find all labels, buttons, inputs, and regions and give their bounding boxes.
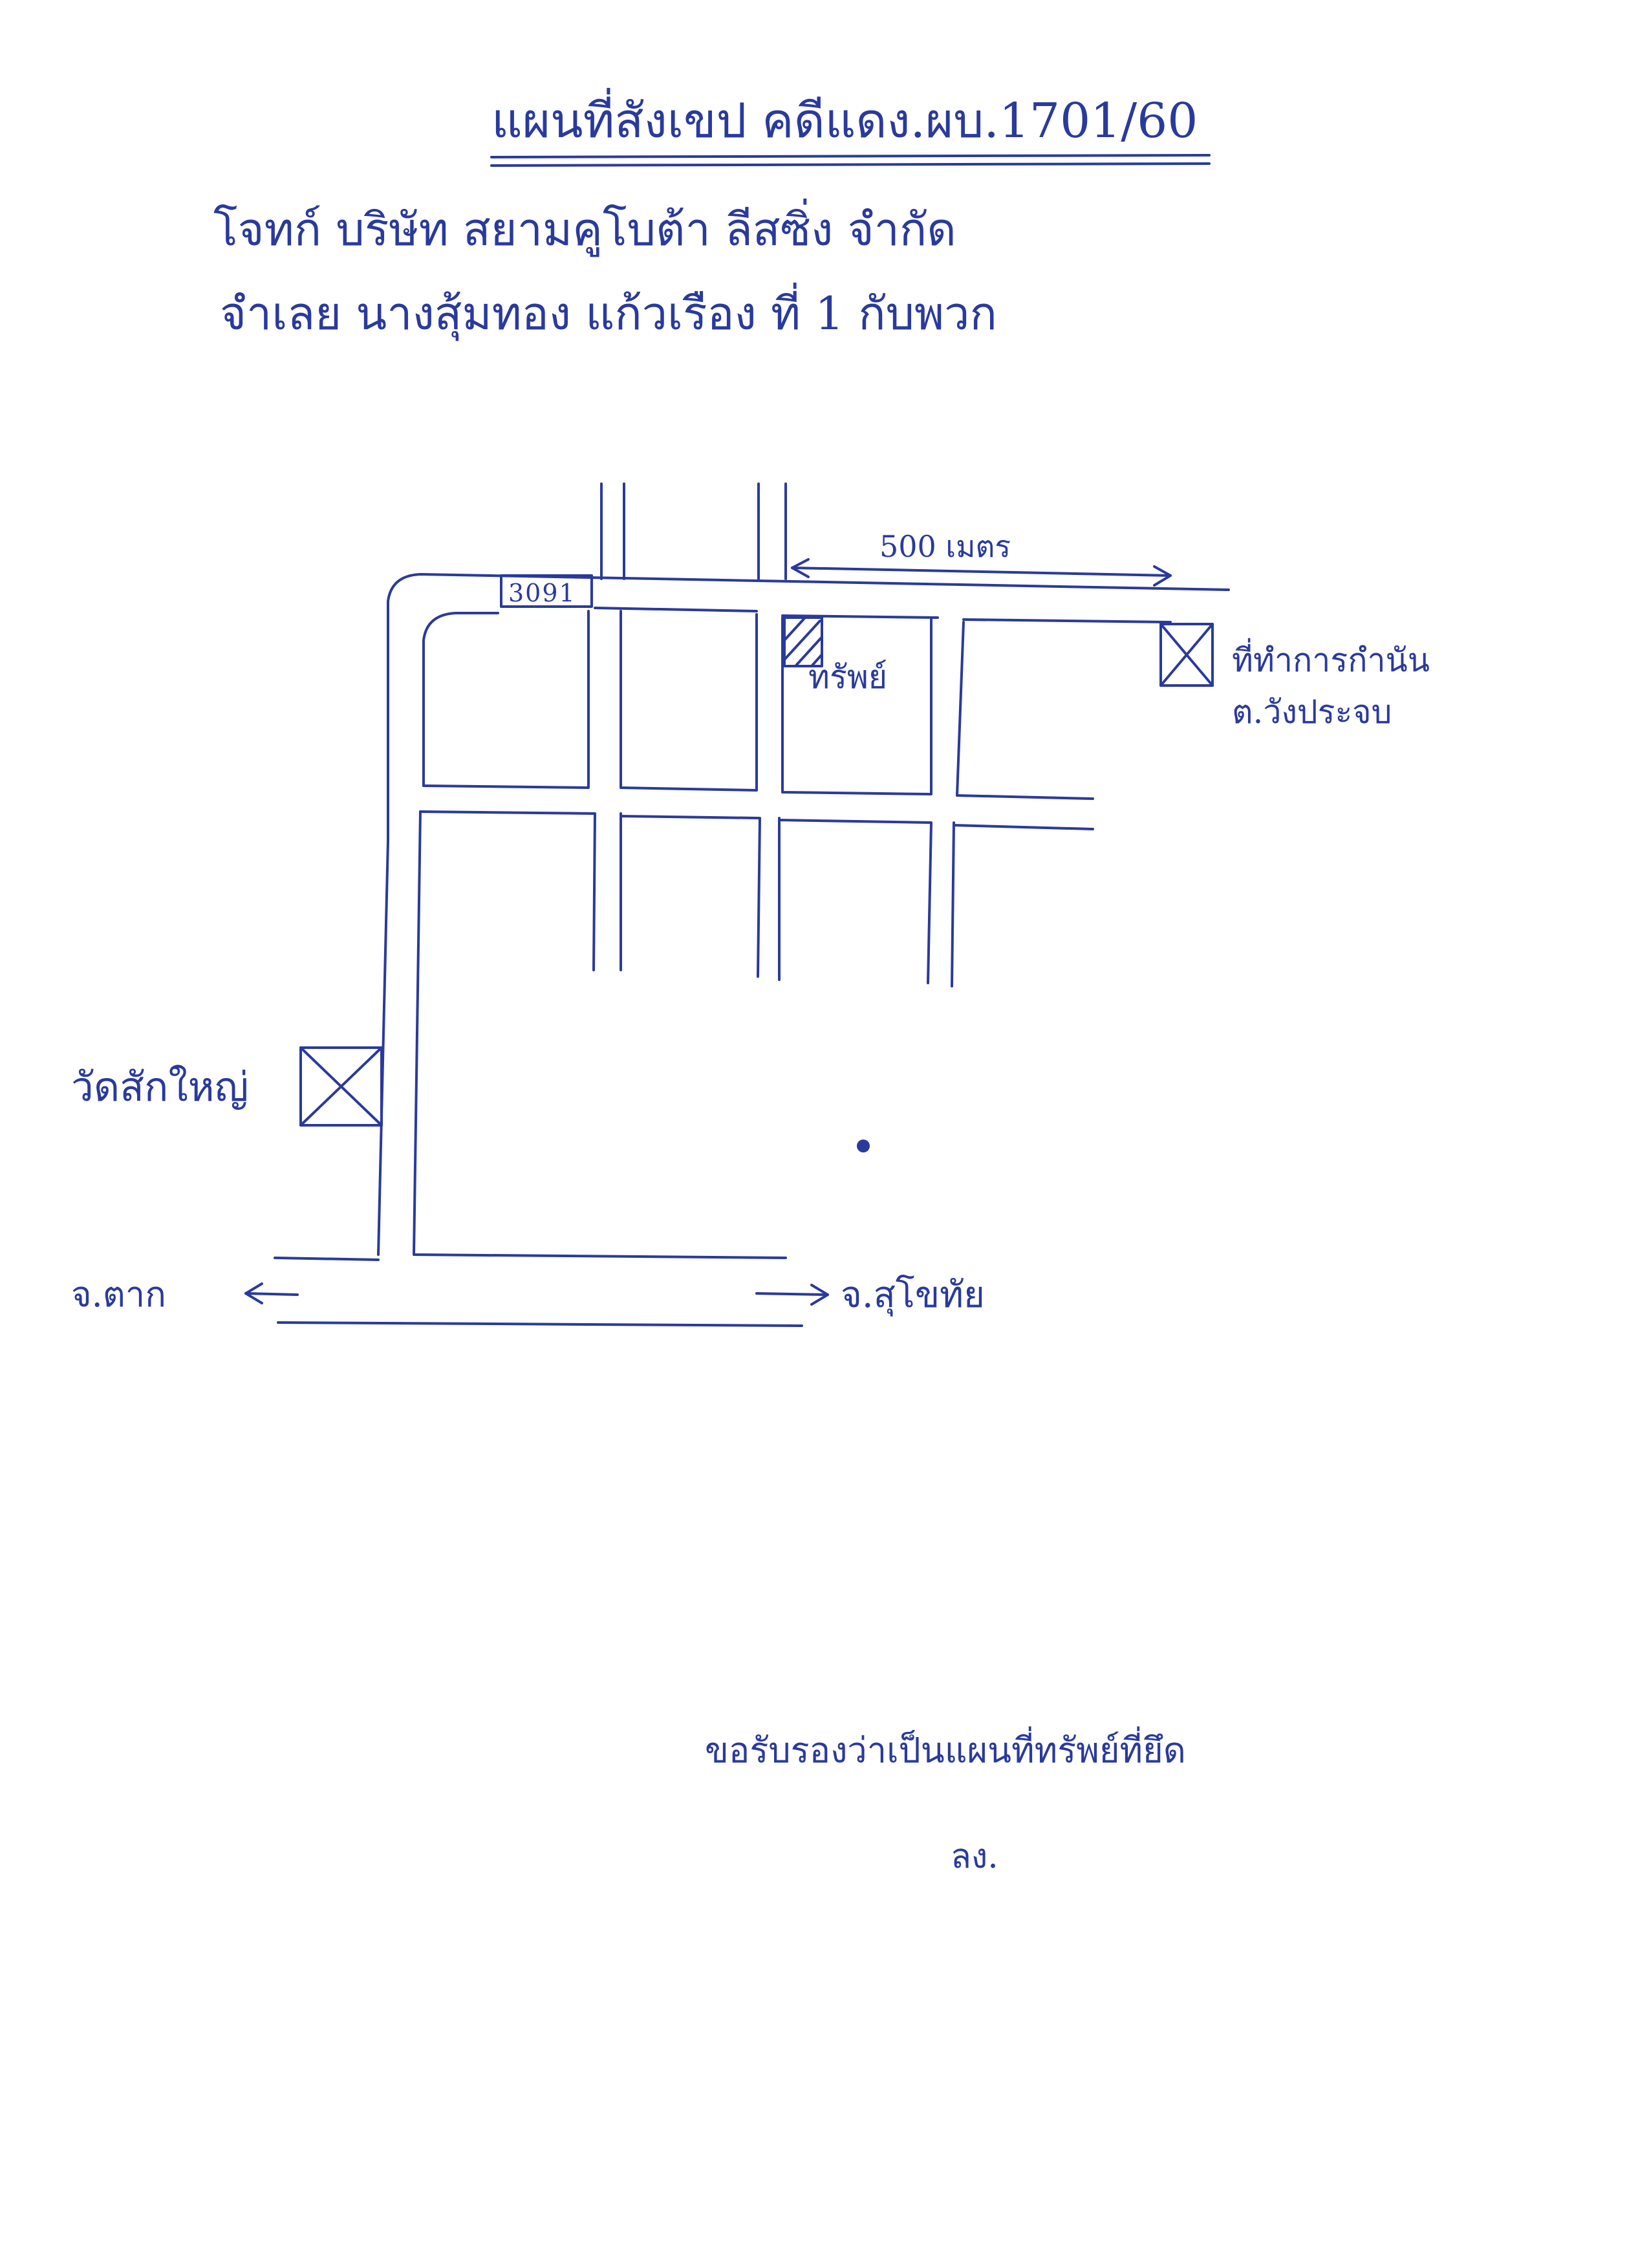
block-outline [419,810,596,971]
block-outline [778,819,932,984]
distance-arrow-head-right [1153,565,1172,587]
temple-label: วัดสักใหญ่ [71,1063,249,1110]
asset-label: ทรัพย์ [808,658,888,696]
signature: ลง. [951,1837,998,1876]
asset-parcel-hatch [783,616,823,667]
office-marker-cross [1159,623,1214,687]
route-3091-box [500,574,593,608]
block-outline [620,815,761,978]
temple-marker-cross [299,1046,383,1127]
west-arrow [244,1292,299,1296]
office-subdistrict-label: ต.วังประจบ [1232,693,1392,731]
asset-parcel [783,616,823,667]
route-number-label: 3091 [508,579,576,607]
west-road-inner-edge [413,810,787,1259]
ink-dot [857,1139,870,1152]
main-road-outer-edge [387,573,1230,842]
temple-marker [299,1046,383,1127]
block-outline [781,616,932,795]
block-outline [956,621,1094,800]
highway-upper-edge [274,1257,380,1261]
distance-label: 500 เมตร [879,529,1011,564]
main-road-inner-edge [422,612,499,787]
block-outline [953,824,1094,830]
block-outline [422,610,590,789]
west-arrow-head [244,1282,263,1304]
certification-note: ขอรับรองว่าเป็นแผนที่ทรัพย์ที่ยึด [705,1730,1186,1771]
main-road-inner-edge [781,614,939,619]
highway-lower-edge [277,1321,803,1327]
defendant-line: จำเลย นางสุ้มทอง แก้วเรือง ที่ 1 กับพวก [220,287,997,340]
plaintiff-line: โจทก์ บริษัท สยามคูโบต้า ลีสซิ่ง จำกัด [213,203,956,256]
office-label: ที่ทำการกำนัน [1232,642,1430,679]
block-outline [620,610,758,792]
east-direction-label: จ.สุโขทัย [841,1274,985,1316]
distance-arrow-head-left [791,558,810,578]
distance-arrow [791,567,1172,577]
west-road-outer-edge [377,839,389,1256]
west-direction-label: จ.ตาก [71,1274,166,1315]
main-road-inner-edge [962,618,1172,623]
title-underline-second [490,162,1211,167]
main-road-inner-edge [594,607,758,612]
title-underline [490,154,1211,158]
east-arrow-head [810,1284,829,1306]
office-marker [1159,623,1214,687]
block-outline [951,821,955,988]
east-arrow [755,1292,829,1296]
document-title: แผนที่สังเขป คดีแดง.ผบ.1701/60 [491,93,1198,149]
